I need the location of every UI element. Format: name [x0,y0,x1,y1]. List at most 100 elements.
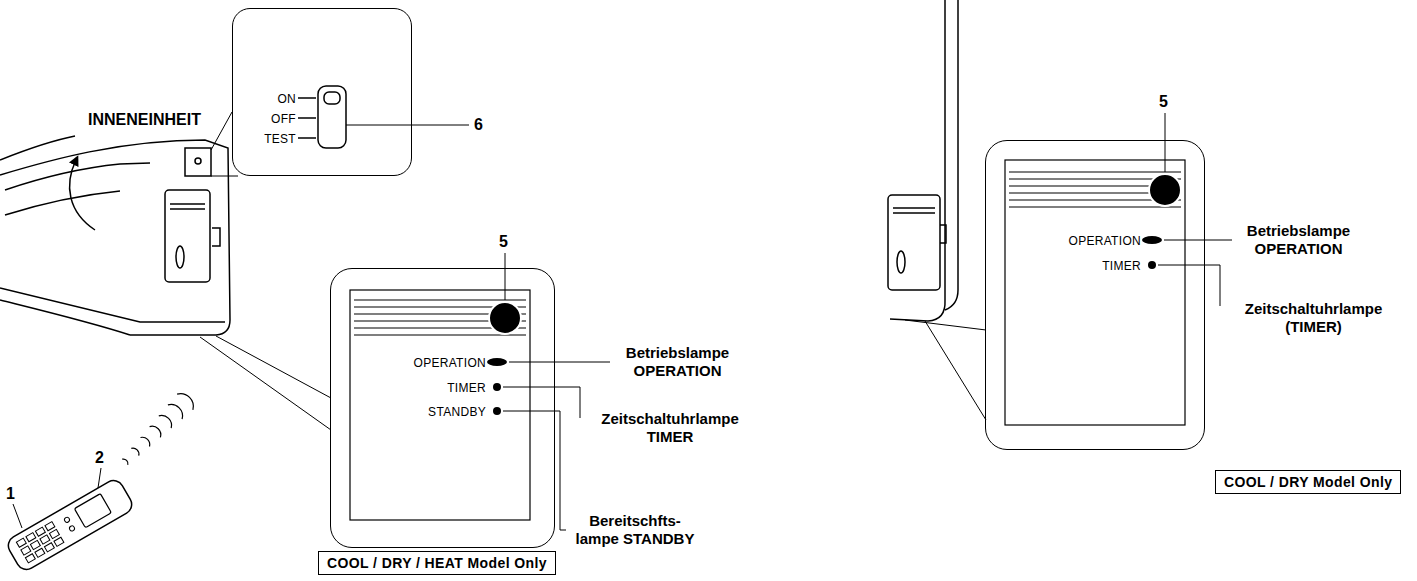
unit-front-edge [0,300,130,335]
lamp-callout: Betriebslampe OPERATION [1236,222,1361,258]
open-arrow [70,160,95,230]
lamp-name: OPERATION [396,355,486,371]
lamp-name: STANDBY [396,404,486,420]
lamp-name: TIMER [396,380,486,396]
model-caption-box: COOL / DRY Model Only [1215,470,1401,494]
remote-key [21,546,31,555]
receiver-eye [1149,174,1181,206]
zoom-line [211,112,232,150]
panel-hole [897,251,905,273]
panel-hole [176,246,184,268]
side-panel [165,190,210,282]
switch-position-line [298,117,316,119]
remote-key [40,535,50,544]
remote-key [54,537,64,546]
remote-key [45,522,55,531]
panel-slot [170,208,205,210]
lamp-callout: Bereitschfts- lampe STANDBY [572,512,698,548]
panel-slot [893,207,935,209]
remote-keys [16,522,64,563]
display-frame [1005,160,1185,425]
unit-name: INNENEINHEIT [88,110,201,129]
leader-line [503,411,566,530]
remote-key [16,538,26,547]
side-panel [888,195,940,290]
callout-number: 5 [499,232,508,251]
switch-knob [195,158,201,164]
leader-line [505,253,506,300]
leader-line [503,387,580,418]
lamp-callout: Zeitschaltuhrlampe TIMER [585,410,755,446]
remote-body-group [5,477,136,573]
panel-clip [940,225,946,243]
filter-edge [5,191,120,215]
switch-position: ON [246,91,296,107]
front-panel-lifted [0,136,75,160]
receiver-right [1005,113,1232,425]
panel-clip [212,228,220,246]
zoom-line [211,176,238,177]
indoor-unit [0,136,230,335]
receiver-left [350,253,610,530]
standby-lamp [493,407,501,415]
stripe [354,299,526,300]
remote-button [69,525,76,532]
model-caption: COOL / DRY / HEAT Model Only [327,554,547,572]
signal-waves [122,394,193,465]
zoom-line [905,320,986,330]
remote-key [25,554,35,563]
switch-inset: ON OFF TEST [232,8,412,176]
panel-slot [893,212,935,214]
remote-key [44,543,54,552]
switch-position: TEST [246,131,296,147]
leader-line [509,362,610,363]
stripe [1009,171,1181,172]
remote-key [26,533,36,542]
model-caption: COOL / DRY Model Only [1224,473,1392,491]
unit-bottom [945,290,958,310]
receiver-stripes [354,300,526,335]
receiver-eye [489,302,521,334]
indicator-panel: OPERATION TIMER STANDBY [330,268,555,548]
leader-line [346,125,469,126]
receiver-stripes [1009,172,1181,207]
switch-cover [185,148,211,176]
zoom-lines [200,112,986,430]
remote-key [49,529,59,538]
indicator-panel: OPERATION TIMER [985,140,1205,450]
callout-number: 6 [474,115,483,134]
lamp-callout: Betriebslampe OPERATION [615,344,740,380]
remote-key [35,548,45,557]
switch-body [318,86,346,148]
remote-control [5,394,194,573]
switch-position: OFF [246,111,296,127]
remote-key [35,527,45,536]
unit-side-edge [944,0,946,300]
leader-line [1165,113,1166,172]
panel-slot [170,203,205,205]
switch-position-line [298,137,316,139]
lamp-name: OPERATION [1051,233,1141,249]
operation-lamp [1142,236,1162,244]
zoom-line [925,321,986,420]
operation-lamp [487,358,507,366]
switch-position-line [298,97,316,99]
unit-housing [0,140,230,335]
remote-body [5,477,136,573]
indoor-unit-side [888,0,958,321]
main-switch [298,86,469,148]
unit-bottom [890,300,945,321]
model-caption-box: COOL / DRY / HEAT Model Only [318,551,556,575]
callout-number: 2 [95,448,104,467]
stripe [1009,206,1181,207]
callout-number: 1 [6,484,15,503]
leader-line [98,468,101,488]
timer-lamp [1148,261,1156,269]
leader-line [1164,240,1232,241]
callout-number: 5 [1159,92,1168,111]
lamp-callout: Zeitschaltuhrlampe (TIMER) [1226,300,1401,336]
lamp-name: TIMER [1051,258,1141,274]
leader-line [1158,265,1220,306]
zoom-line [216,336,331,398]
